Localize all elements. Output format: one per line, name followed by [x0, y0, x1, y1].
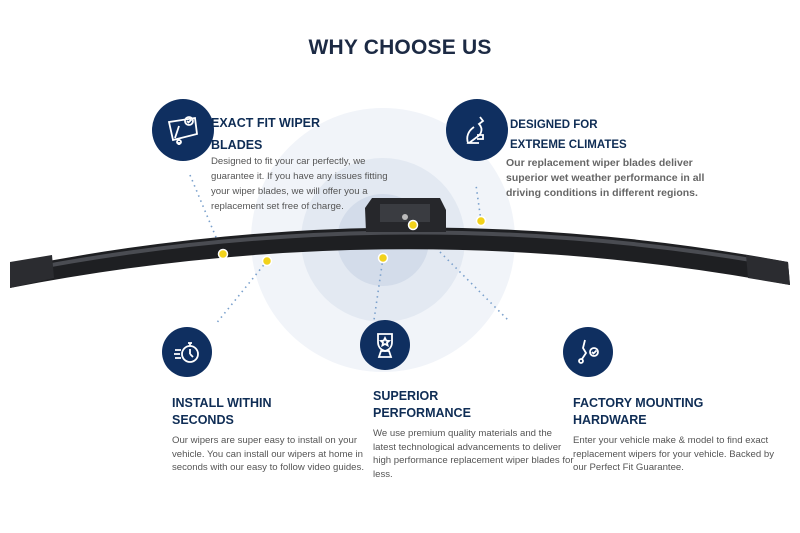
kangaroo-icon — [446, 99, 508, 161]
trophy-shield-icon — [360, 320, 410, 370]
feature-description: Our wipers are super easy to install on … — [172, 435, 364, 473]
hotspot-dots — [217, 215, 487, 267]
stopwatch-icon — [162, 327, 212, 377]
wiper-arm-check-icon — [563, 327, 613, 377]
section-title: WHY CHOOSE US — [308, 36, 492, 59]
windshield-check-icon — [152, 99, 214, 161]
feature-description: Enter your vehicle make & model to find … — [573, 435, 775, 473]
connector-lines — [189, 174, 511, 326]
feature-description: We use premium quality materials and the… — [373, 428, 574, 480]
wiper-blade — [10, 198, 790, 288]
